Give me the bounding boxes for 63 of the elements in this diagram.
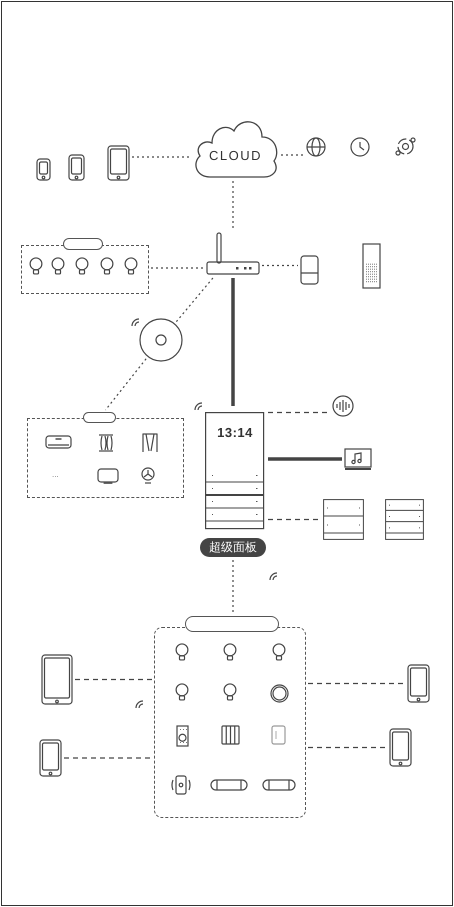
connector-line [268,412,330,414]
phone-icon [407,664,430,703]
panel-name-tag: 超级面板 [200,538,266,557]
screen-icon [344,448,372,470]
connector-line [151,267,204,269]
clock-time: 13:14 [216,425,254,440]
connector-line [268,518,321,520]
cloud-label: CLOUD [208,148,263,163]
connector-line [231,278,235,406]
group-tag [185,616,279,632]
radiator-icon [98,434,114,452]
tv-icon [97,468,119,484]
ellipsis-text: ... [52,470,59,480]
speaker-icon [362,243,381,289]
phone-icon [39,739,62,777]
connector-line [75,678,152,680]
vacuum-icon [139,318,183,362]
connector-line [64,757,152,759]
bulb-icon [175,643,189,661]
globe-icon [306,137,326,157]
bulb-icon [100,257,114,275]
router-icon [206,232,260,276]
switch-icon [323,499,364,540]
connector-line [232,181,234,230]
bulb-icon [223,683,237,701]
bulb-icon [272,643,286,661]
aircon-icon [45,435,72,449]
bulb-icon [223,643,237,661]
phone-icon [389,728,412,767]
sensor-icon [300,255,319,285]
switch4-icon [221,725,240,745]
clock-icon [350,137,370,157]
connector-line [268,457,342,461]
sync-icon [395,136,416,157]
bulb-icon [75,257,89,275]
connector-line [281,154,304,156]
curtain-icon [142,433,158,453]
connector-line [176,278,214,322]
connector-line [308,682,405,684]
connector-line [308,746,387,748]
phone-icon [68,154,85,181]
bulb-icon [124,257,138,275]
group-tag [63,238,103,250]
group-tag [83,412,116,423]
keypad-icon [176,725,189,747]
connector-line [105,358,147,410]
phone-icon [41,654,73,705]
knob-icon [270,684,289,703]
connector-line [232,560,234,614]
waveform-icon [332,395,354,417]
contact-icon [271,725,286,745]
bulb-icon [29,257,43,275]
connector-line [132,156,190,158]
tube-icon [210,779,248,791]
phone-icon [36,158,51,181]
connector-line [262,264,298,266]
tube-icon [262,779,296,791]
tablet-icon [107,145,130,181]
vibration-icon [169,775,193,795]
bulb-icon [175,683,189,701]
fan-icon [141,467,155,484]
switch-icon [385,499,424,540]
bulb-icon [51,257,65,275]
